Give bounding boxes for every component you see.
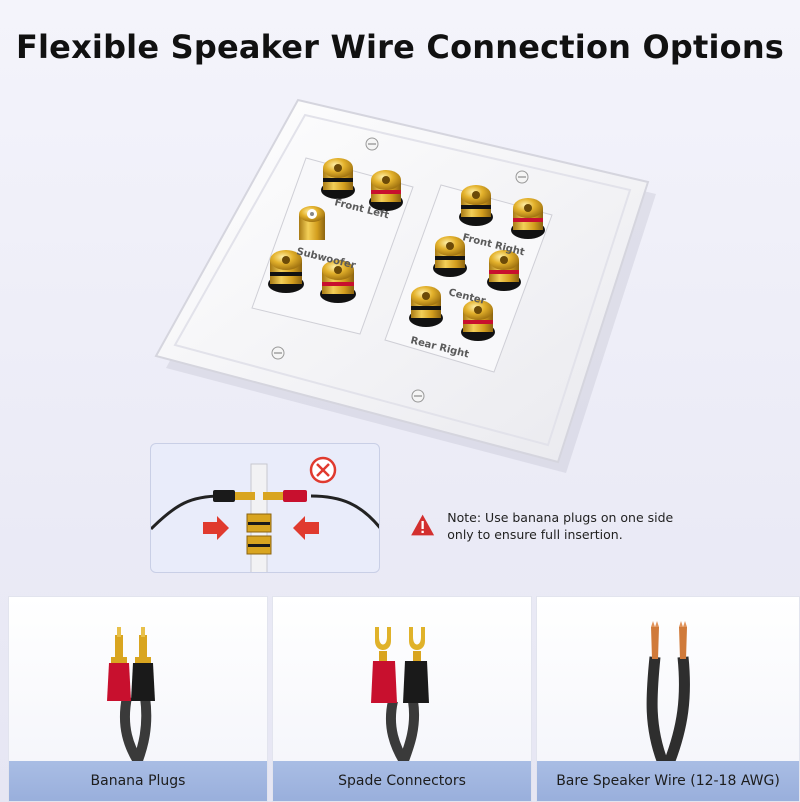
wall-plate (154, 98, 650, 464)
option-card-spade: Spade Connectors (272, 596, 532, 802)
binding-post-red (320, 260, 356, 303)
rca-subwoofer-jack (299, 206, 325, 240)
note-callout: Note: Use banana plugs on one side only … (410, 505, 680, 545)
close-icon (309, 456, 337, 484)
banana-plug-image (107, 627, 155, 763)
arrow-right-icon (203, 516, 229, 540)
option-card-bare-wire: Bare Speaker Wire (12-18 AWG) (536, 596, 800, 802)
option-label: Banana Plugs (9, 761, 267, 801)
note-text: Note: Use banana plugs on one side only … (447, 510, 674, 542)
incorrect-usage-inset (150, 443, 380, 573)
wall-plate-illustration: Front Left Subwoofer Front Right Center … (154, 98, 656, 473)
binding-post-red (487, 250, 521, 291)
bare-wire-image (646, 621, 690, 763)
option-label: Bare Speaker Wire (12-18 AWG) (537, 761, 799, 801)
spade-connector-image (371, 627, 429, 763)
binding-post-black (433, 236, 467, 277)
warning-icon (411, 514, 435, 536)
screw-icon (271, 137, 529, 403)
arrow-left-icon (293, 516, 319, 540)
binding-post-black (321, 158, 355, 199)
binding-post-black (268, 250, 304, 293)
binding-post-red (369, 170, 403, 211)
page-title: Flexible Speaker Wire Connection Options (15, 28, 785, 66)
option-label: Spade Connectors (273, 761, 531, 801)
binding-post-red (511, 198, 545, 239)
binding-post-red (461, 300, 495, 341)
binding-post-black (459, 185, 493, 226)
binding-post-black (409, 286, 443, 327)
option-card-banana: Banana Plugs (8, 596, 268, 802)
